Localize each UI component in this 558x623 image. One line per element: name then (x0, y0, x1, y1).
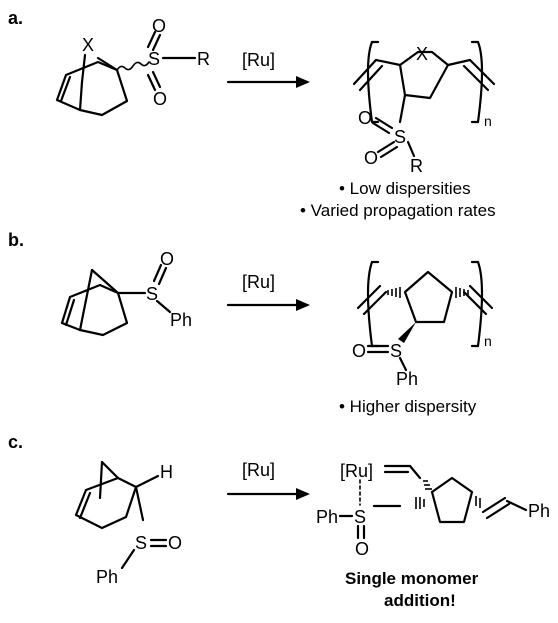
polymer-sulfur-b: S (390, 341, 402, 361)
left-bracket (366, 40, 374, 124)
polymer-bridge-x: X (416, 44, 428, 64)
bridge-bond-right (96, 56, 119, 72)
reagent-a: [Ru] (242, 50, 275, 70)
left-bracket-b (366, 260, 374, 348)
repeat-unit-n-b: n (484, 333, 492, 349)
wedge-bond-b (398, 322, 416, 343)
s-o-double-bond (157, 266, 168, 286)
polymer-oxygen-top: O (358, 108, 372, 128)
note-varied-propagation: • Varied propagation rates (300, 201, 496, 220)
oxygen-atom-c: O (168, 533, 182, 553)
sulfur-atom: S (148, 49, 160, 69)
phenyl-b: Ph (170, 310, 192, 330)
polymer-oxygen-b: O (352, 341, 366, 361)
hydrogen-atom-c: H (160, 462, 173, 482)
arrowhead-b (296, 299, 310, 311)
panel-a-monomer: X S R O O (55, 16, 210, 117)
panel-c: c. H S O Ph [Ru] (8, 432, 550, 610)
product-sulfur-c: S (354, 507, 366, 527)
note-single-monomer: Single monomer (345, 569, 479, 588)
right-bracket-b (476, 260, 484, 348)
arrowhead-c (296, 488, 310, 500)
bridge-bond-to-x (80, 53, 87, 84)
panel-c-monomer: H S O Ph (74, 460, 182, 587)
panel-c-product: [Ru] Ph S O Ph (316, 461, 550, 559)
polymer-oxygen-bottom: O (364, 148, 378, 168)
phenyl-c: Ph (96, 567, 118, 587)
phenyl-left-c: Ph (316, 507, 338, 527)
backbone-alkene-right (468, 58, 496, 86)
alkene-double-bond (59, 75, 72, 103)
note-addition: addition! (384, 591, 456, 610)
so-top (374, 116, 394, 130)
oxygen-top: O (152, 16, 166, 36)
note-higher-dispersity: • Higher dispersity (339, 397, 477, 416)
ruthenium-label: [Ru] (340, 461, 373, 481)
panel-a: a. X S R O O [Ru] (8, 8, 496, 220)
panel-b-monomer: S O Ph (60, 249, 192, 337)
cyclopentane-b (403, 270, 454, 324)
panel-a-polymer: X S O O R n (352, 40, 496, 176)
panel-c-label: c. (8, 432, 23, 452)
bridge-atom-x: X (82, 35, 94, 55)
phenyl-right-c: Ph (528, 501, 550, 521)
s-o-bond-bottom (151, 70, 162, 89)
sulfur-atom-c: S (135, 533, 147, 553)
panel-b: b. S O Ph [Ru] (8, 230, 494, 416)
norbornene-ring (55, 60, 129, 117)
polymer-r-group: R (410, 156, 423, 176)
polymer-sulfur: S (394, 127, 406, 147)
product-oxygen-c: O (355, 539, 369, 559)
polymer-phenyl-b: Ph (396, 369, 418, 389)
oxygen-bottom: O (153, 89, 167, 109)
panel-b-polymer: S O Ph n (352, 260, 494, 389)
wavy-bond (116, 61, 150, 71)
reagent-c: [Ru] (242, 460, 275, 480)
norbornene-ring-b (60, 283, 129, 337)
arrowhead-a (296, 76, 310, 88)
panel-b-label: b. (8, 230, 24, 250)
panel-a-label: a. (8, 8, 23, 28)
so-bottom (376, 140, 396, 154)
note-low-dispersities: • Low dispersities (339, 179, 471, 198)
backbone-alkene-left (352, 58, 378, 86)
repeat-unit-n: n (484, 113, 492, 129)
s-o-bond-top (151, 33, 162, 52)
reagent-b: [Ru] (242, 272, 275, 292)
cyclopentane-c (430, 476, 474, 524)
r-group: R (197, 49, 210, 69)
bridge-bond-left (78, 80, 84, 112)
oxygen-atom-b: O (160, 249, 174, 269)
sulfur-atom-b: S (146, 284, 158, 304)
